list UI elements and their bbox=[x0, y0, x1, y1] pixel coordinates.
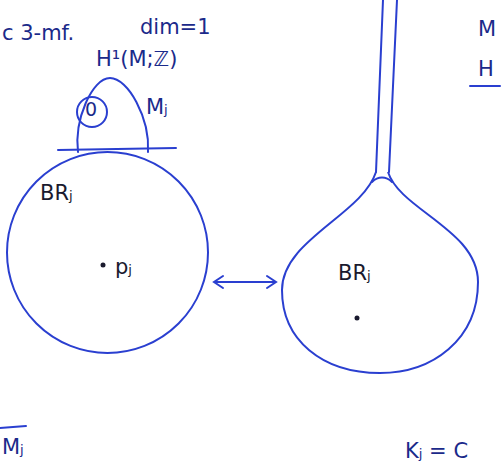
region-label: BRⱼ bbox=[40, 182, 73, 205]
outline bbox=[280, 170, 480, 375]
double-arrow bbox=[214, 276, 276, 288]
note-text: H¹(M;ℤ) bbox=[96, 48, 177, 71]
small-circle bbox=[77, 97, 107, 127]
note-text: Kⱼ = C bbox=[405, 440, 468, 463]
note-text: dim=1 bbox=[140, 16, 211, 39]
bulb-outline bbox=[77, 78, 148, 152]
region-label: BRⱼ bbox=[338, 262, 371, 285]
bulb-outline bbox=[282, 172, 478, 373]
region-shape: BRⱼ pⱼ bbox=[5, 150, 210, 355]
arrow-head bbox=[214, 276, 223, 288]
cut-line bbox=[58, 148, 176, 150]
note-text: M bbox=[478, 18, 496, 41]
note-text: 0 bbox=[85, 99, 97, 120]
underline bbox=[470, 85, 500, 87]
tube-arc bbox=[372, 178, 392, 183]
arrow-line bbox=[214, 281, 276, 283]
point-dot bbox=[101, 263, 106, 268]
outline bbox=[5, 150, 210, 355]
note-text: Mⱼ bbox=[2, 436, 24, 459]
point-dot bbox=[355, 316, 360, 321]
tube-right bbox=[389, 0, 397, 172]
overbar bbox=[0, 426, 26, 428]
note-text: Mⱼ bbox=[146, 96, 168, 119]
tube-left bbox=[376, 0, 383, 172]
note-text: c 3-mf. bbox=[2, 22, 74, 45]
region-shape: BRⱼ bbox=[280, 170, 480, 375]
note-text: H bbox=[478, 58, 494, 81]
arrow-head bbox=[267, 276, 276, 288]
region-label: pⱼ bbox=[115, 256, 132, 279]
circle-outline bbox=[7, 152, 208, 353]
